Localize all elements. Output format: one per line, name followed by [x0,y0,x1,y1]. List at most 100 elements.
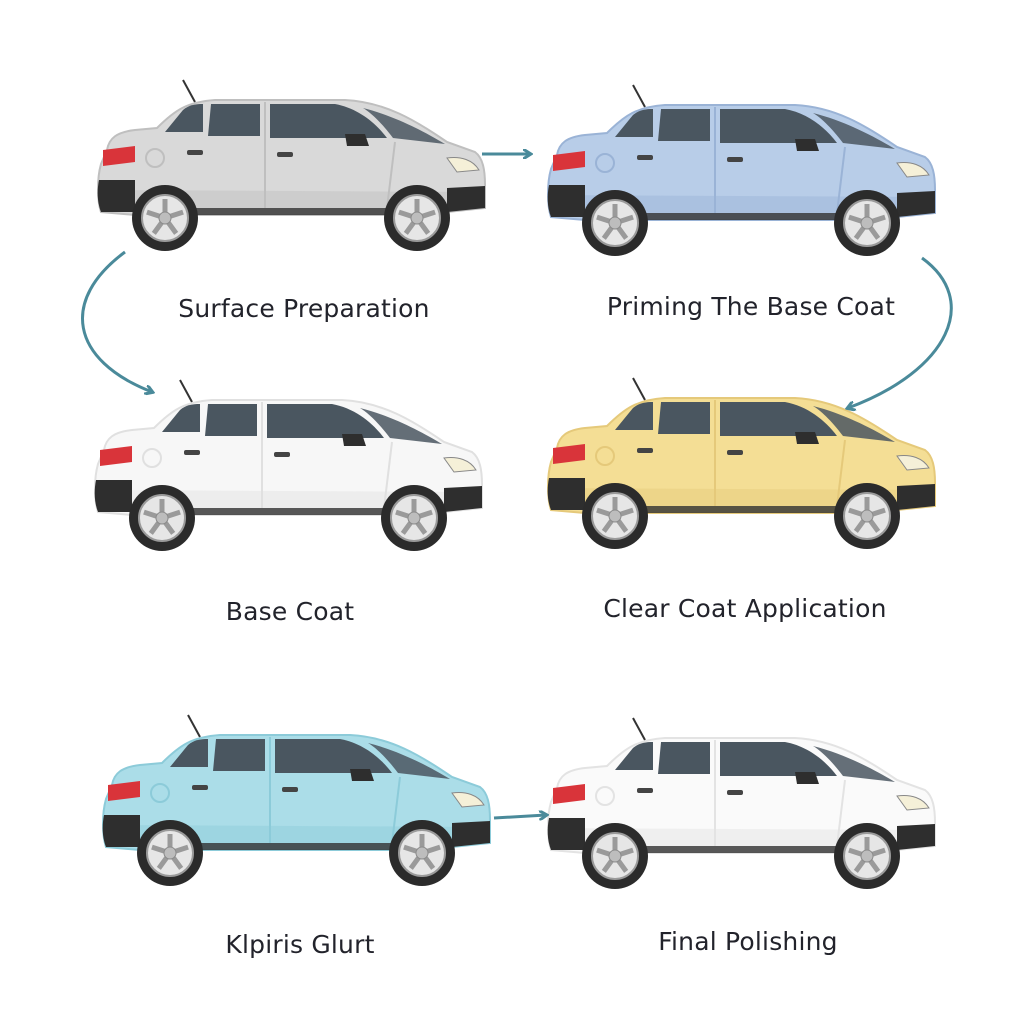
car-3 [94,379,483,551]
side-mirror [795,772,819,784]
rear-bumper [94,480,132,512]
windshield [360,408,442,444]
rear-bumper [547,478,585,510]
antenna [632,717,646,741]
front-door-seam [383,441,393,509]
fuel-cap [595,153,615,173]
front-bumper [897,191,935,217]
rear-door-handle [187,150,203,155]
car-1 [97,79,486,251]
side-mirror [795,432,819,444]
car-5 [102,714,491,886]
front-wheel [389,820,455,886]
front-door-seam [836,146,846,214]
front-door-handle [282,787,298,792]
front-door-window [720,402,837,436]
front-door-window [267,404,384,438]
front-door-seam [391,776,401,844]
side-mirror [350,769,374,781]
headlight [451,792,485,808]
car-6 [547,717,936,889]
side-skirt [135,208,447,215]
side-mirror [342,434,366,446]
front-bumper [444,486,482,512]
windshield [813,746,895,782]
fuel-cap [150,783,170,803]
rear-bumper [102,815,140,847]
front-door-handle [274,452,290,457]
front-door-handle [277,152,293,157]
rear-door-handle [637,448,653,453]
antenna [187,714,201,738]
front-door-window [270,104,387,138]
rear-wheel [582,483,648,549]
step-label-klpiris-glurt: Klpiris Glurt [225,930,375,959]
rear-quarter-window [165,104,203,132]
rear-door-window [205,404,257,436]
front-wheel [834,823,900,889]
light-blue-hatchback-car [102,714,491,886]
rear-wheel [137,820,203,886]
arrow-1-to-3 [81,250,152,392]
rear-door-window [208,104,260,136]
front-bumper [897,824,935,850]
fuel-cap [142,448,162,468]
taillight [100,446,132,466]
front-door-window [720,109,837,143]
front-bumper [897,484,935,510]
front-door-window [720,742,837,776]
side-mirror [345,134,369,146]
rear-quarter-window [162,404,200,432]
rear-bumper [547,818,585,850]
step-label-final-polishing: Final Polishing [658,927,838,956]
side-skirt [585,506,897,513]
rear-door-handle [637,155,653,160]
side-skirt [585,846,897,853]
rear-quarter-window [170,739,208,767]
rear-wheel [582,190,648,256]
fuel-cap [145,148,165,168]
side-skirt [140,843,452,850]
rear-quarter-window [615,742,653,770]
rear-wheel [129,485,195,551]
front-door-handle [727,450,743,455]
rear-door-window [658,109,710,141]
antenna [632,377,646,401]
taillight [553,151,585,171]
rear-quarter-window [615,109,653,137]
step-label-priming-the-base-coat: Priming The Base Coat [606,292,896,321]
side-skirt [132,508,444,515]
front-wheel [381,485,447,551]
headlight [896,162,930,178]
taillight [553,784,585,804]
rear-door-handle [184,450,200,455]
fuel-cap [595,786,615,806]
front-door-seam [386,141,396,209]
rear-door-handle [637,788,653,793]
headlight [443,457,477,473]
front-wheel [384,185,450,251]
yellow-hatchback-car [547,377,936,549]
car-4 [547,377,936,549]
antenna [632,84,646,108]
grey-hatchback-car [97,79,486,251]
headlight [896,455,930,471]
step-label-clear-coat-application: Clear Coat Application [603,594,887,623]
fuel-cap [595,446,615,466]
front-door-handle [727,790,743,795]
front-bumper [452,821,490,847]
rear-bumper [547,185,585,217]
side-skirt [585,213,897,220]
front-door-seam [836,439,846,507]
front-wheel [834,190,900,256]
arrow-2-to-4 [848,256,953,408]
taillight [103,146,135,166]
blue-hatchback-car [547,84,936,256]
rear-wheel [132,185,198,251]
rear-wheel [582,823,648,889]
arrow-5-to-6 [493,815,546,818]
white-hatchback-car [94,379,483,551]
car-2 [547,84,936,256]
windshield [813,113,895,149]
rear-door-handle [192,785,208,790]
